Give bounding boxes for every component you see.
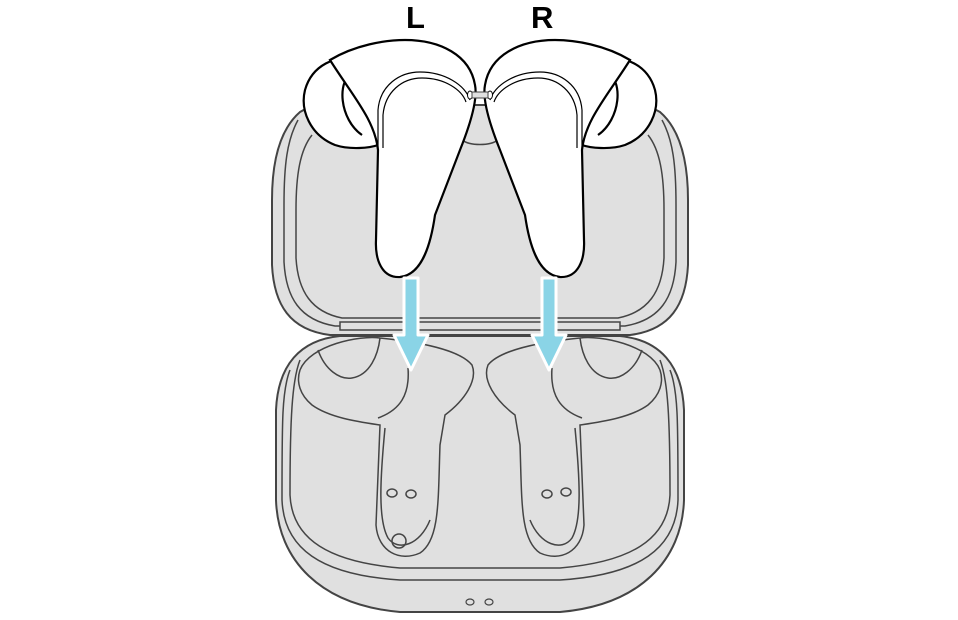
- left-slot-button: [391, 533, 407, 549]
- right-earbud: [471, 38, 658, 279]
- left-earbud: [302, 38, 477, 279]
- right-earbud-slot: [485, 336, 663, 557]
- right-slot-contact-1: [541, 489, 553, 499]
- left-slot-contact-1: [386, 488, 398, 498]
- right-slot-contact-2: [560, 487, 572, 497]
- led-indicator-1: [465, 598, 475, 606]
- left-earbud-slot: [297, 336, 475, 557]
- left-slot-contact-2: [405, 489, 417, 499]
- insert-arrow-left: [392, 276, 430, 372]
- right-earbud-label: R: [531, 0, 554, 35]
- case-base: [275, 335, 685, 613]
- insert-arrow-right: [530, 276, 568, 372]
- led-indicator-2: [484, 598, 494, 606]
- case-lid: [271, 98, 689, 336]
- left-earbud-label: L: [406, 0, 425, 35]
